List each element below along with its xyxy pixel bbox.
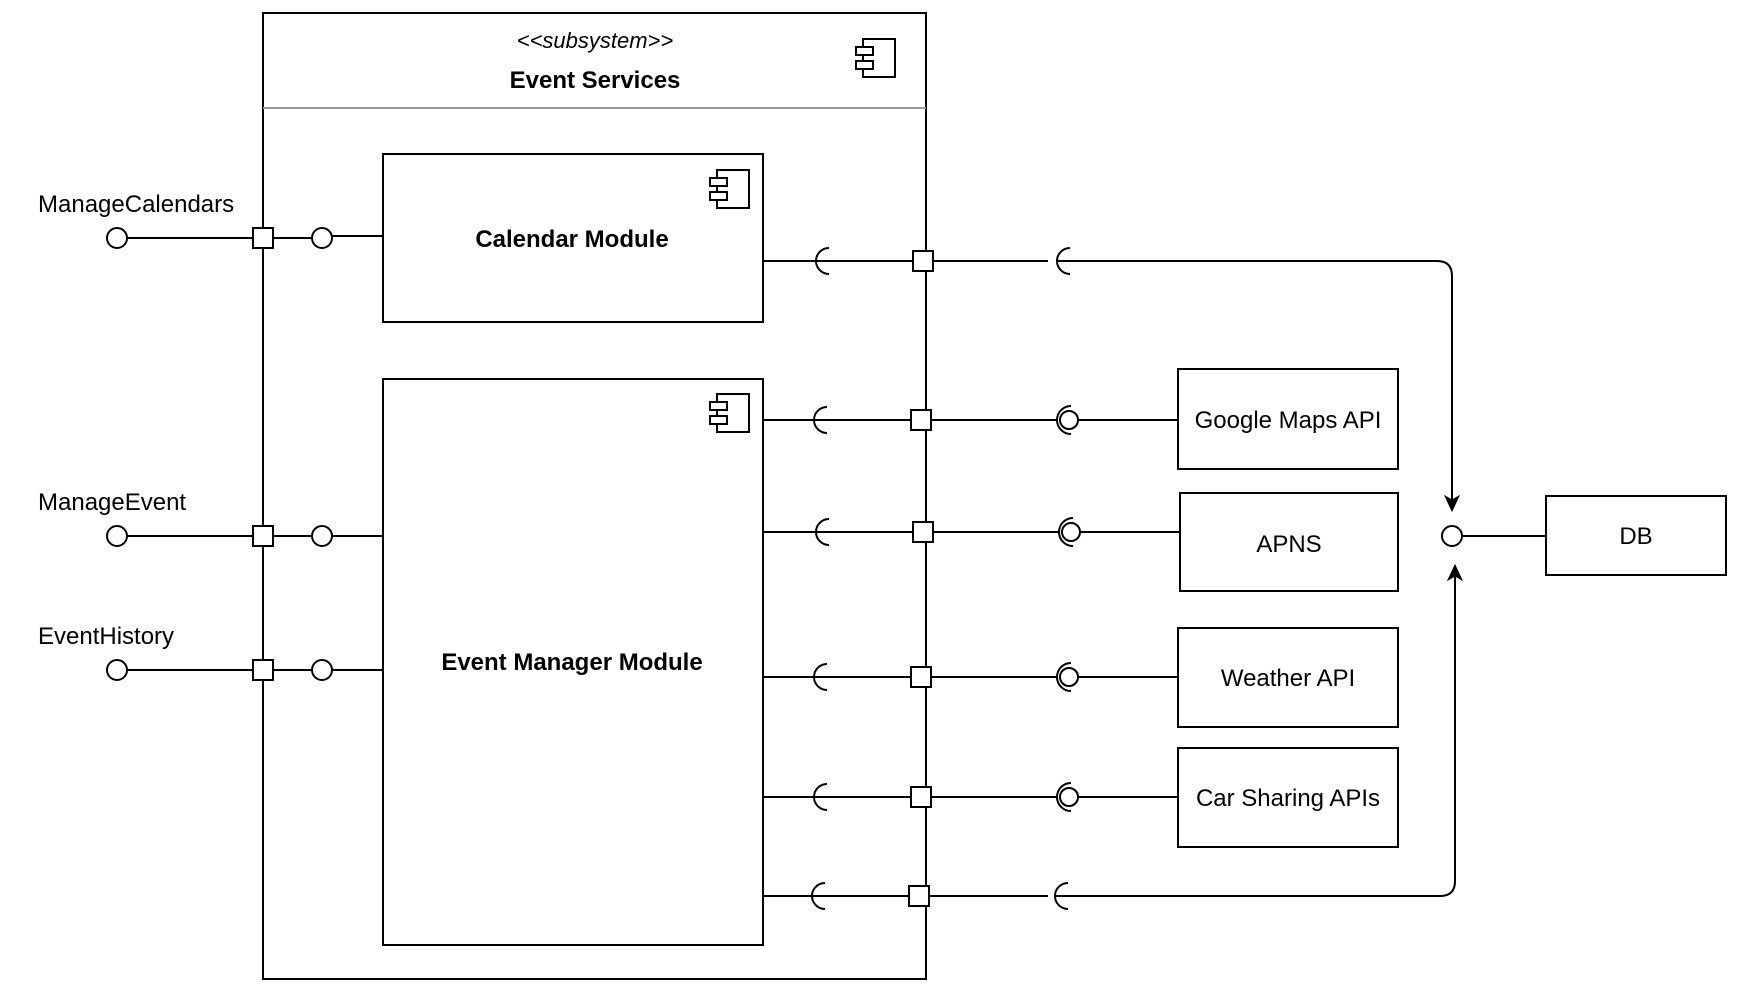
port bbox=[912, 521, 934, 543]
calendar-module-label: Calendar Module bbox=[475, 226, 668, 253]
component-label: Weather API bbox=[1221, 665, 1355, 692]
interface-label: ManageCalendars bbox=[38, 191, 234, 218]
connector-car-sharing[interactable] bbox=[763, 782, 1178, 812]
interface-label: ManageEvent bbox=[38, 489, 186, 516]
connector-google-maps[interactable] bbox=[763, 405, 1178, 435]
port bbox=[252, 659, 274, 681]
port bbox=[910, 409, 932, 431]
calendar-module[interactable]: Calendar Module bbox=[382, 153, 764, 323]
port bbox=[910, 666, 932, 688]
port bbox=[252, 525, 274, 547]
component-label: Google Maps API bbox=[1195, 407, 1382, 434]
connector-apns[interactable] bbox=[763, 517, 1180, 547]
interface-label: EventHistory bbox=[38, 623, 174, 650]
interface-manage-calendars[interactable]: ManageCalendars bbox=[38, 191, 383, 249]
event-manager-module[interactable]: Event Manager Module bbox=[382, 378, 764, 946]
component-label: DB bbox=[1619, 523, 1652, 550]
component-label: Car Sharing APIs bbox=[1196, 785, 1380, 812]
port bbox=[910, 786, 932, 808]
interface-manage-event[interactable]: ManageEvent bbox=[38, 489, 383, 547]
component-google-maps-api[interactable]: Google Maps API bbox=[1177, 368, 1399, 470]
component-icon bbox=[709, 393, 750, 433]
component-car-sharing-apis[interactable]: Car Sharing APIs bbox=[1177, 747, 1399, 848]
component-weather-api[interactable]: Weather API bbox=[1177, 627, 1399, 728]
subsystem-title: Event Services bbox=[510, 67, 681, 94]
connector-weather[interactable] bbox=[763, 662, 1178, 692]
connector-event-manager-db[interactable] bbox=[763, 563, 1464, 910]
component-db[interactable]: DB bbox=[1441, 495, 1727, 576]
subsystem-stereotype: <<subsystem>> bbox=[517, 28, 674, 53]
port bbox=[252, 227, 274, 249]
connector-calendar-db[interactable] bbox=[763, 247, 1461, 513]
db-interface-lollipop bbox=[1441, 525, 1463, 547]
port bbox=[912, 250, 934, 272]
component-icon bbox=[855, 38, 896, 78]
event-manager-module-label: Event Manager Module bbox=[441, 649, 702, 676]
component-icon bbox=[709, 169, 750, 209]
interface-event-history[interactable]: EventHistory bbox=[38, 623, 383, 681]
component-apns[interactable]: APNS bbox=[1179, 492, 1399, 592]
component-label: APNS bbox=[1256, 531, 1321, 558]
port bbox=[908, 885, 930, 907]
